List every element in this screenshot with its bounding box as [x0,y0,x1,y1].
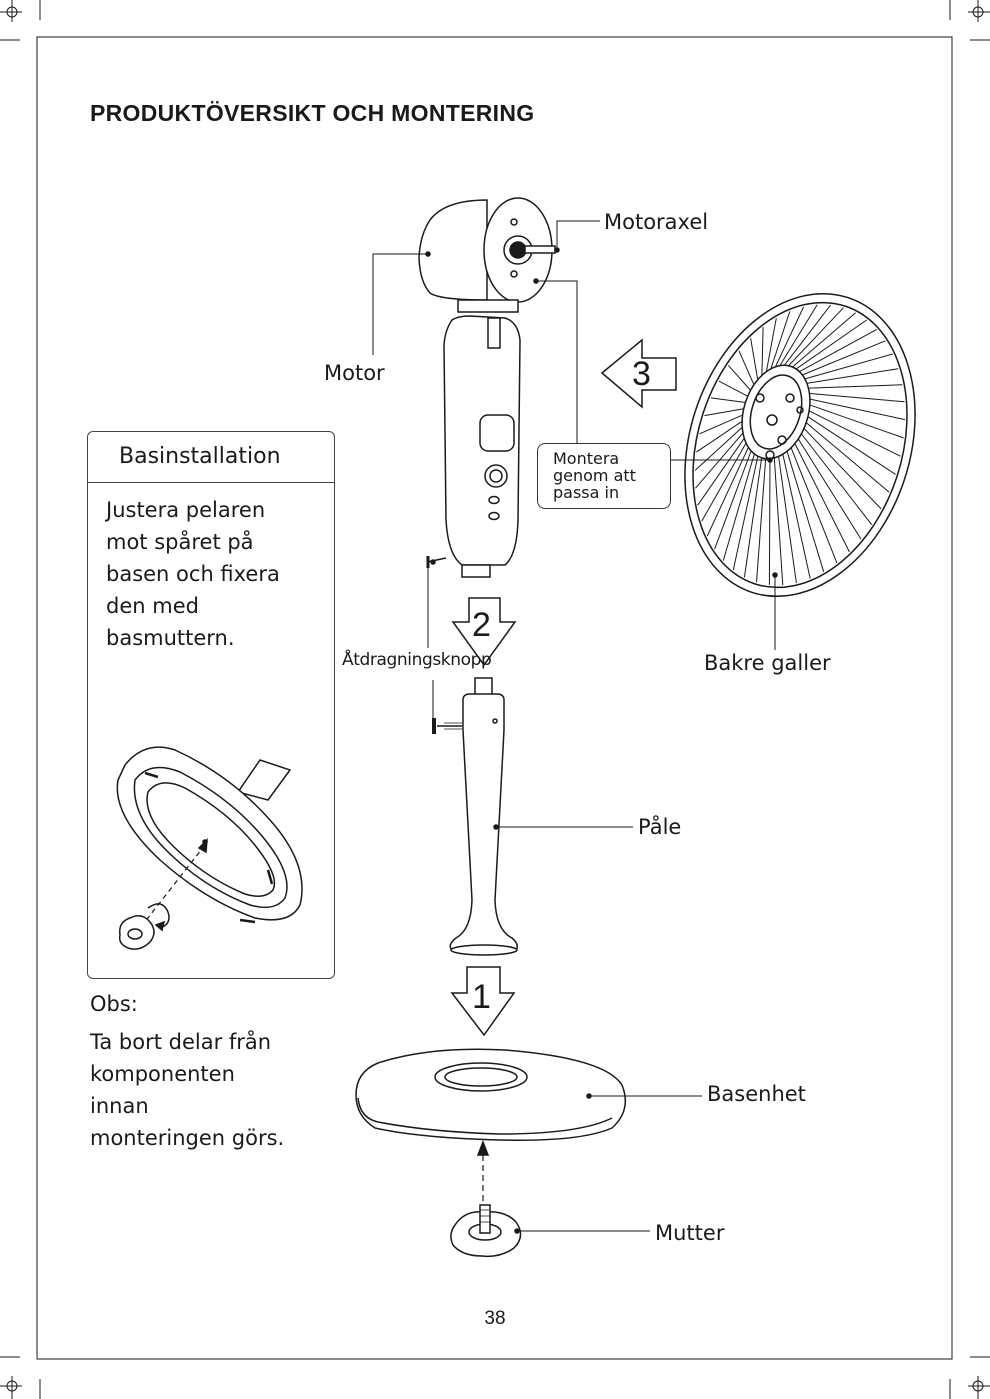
label-motor-shaft: Motoraxel [604,210,708,234]
note-heading: Obs: [90,992,138,1016]
nut-drawing [451,1205,521,1256]
instruction-line: basmuttern. [106,622,326,654]
step-number-2: 2 [472,606,491,645]
grille-spoke [769,456,770,585]
instruction-line: den med [106,590,326,622]
callout-line: passa in [553,484,670,501]
note-text: Ta bort delar från komponenten innan mon… [90,1026,284,1154]
label-tightening-knob: Åtdragningsknopp [342,650,491,670]
label-base-unit: Basenhet [707,1082,806,1106]
note-line: komponenten [90,1058,284,1090]
label-nut: Mutter [655,1221,724,1245]
callout-line: genom att [553,467,670,484]
rear-grille-drawing [647,264,952,627]
page-number: 38 [0,1308,990,1330]
instruction-line: Justera pelaren [106,494,326,526]
tightening-knob-drawing [434,718,462,734]
callout-mount-align: Montera genom att passa in [537,443,671,509]
page-title: PRODUKTÖVERSIKT OCH MONTERING [90,100,534,127]
note-line: monteringen görs. [90,1122,284,1154]
step-number-1: 1 [472,978,491,1017]
instruction-line: basen och fixera [106,558,326,590]
note-line: innan [90,1090,284,1122]
motor-housing [419,198,559,312]
step-number-3: 3 [632,355,651,394]
label-rear-grille: Bakre galler [704,651,831,675]
instruction-line: mot spåret på [106,526,326,558]
base-installation-heading: Basinstallation [88,432,334,483]
base-installation-text: Justera pelaren mot spåret på basen och … [106,494,326,654]
label-motor: Motor [324,361,385,385]
pole-drawing [450,678,517,955]
base-installation-panel: Basinstallation Justera pelaren mot spår… [87,431,335,979]
label-pole: Påle [638,815,681,839]
callout-line: Montera [553,450,670,467]
base-unit-drawing [356,1049,625,1205]
note-line: Ta bort delar från [90,1026,284,1058]
fan-body [427,316,520,577]
